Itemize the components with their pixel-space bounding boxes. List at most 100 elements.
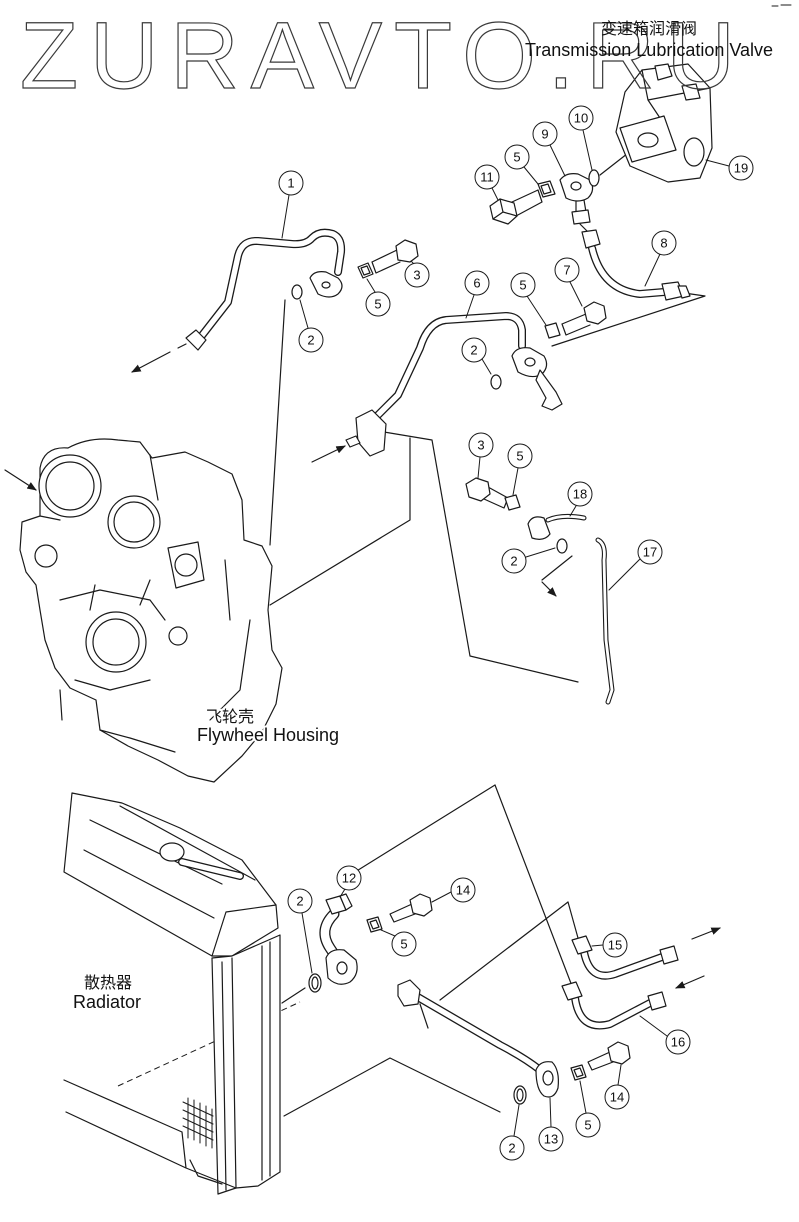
tube-13 — [397, 979, 559, 1098]
valve-label-en: Transmission Lubrication Valve — [525, 40, 773, 60]
housing-label-en: Flywheel Housing — [197, 725, 339, 745]
callout-number: 15 — [608, 938, 622, 953]
bracket-18 — [527, 513, 587, 540]
housing-label-cn: 飞轮壳 — [206, 707, 254, 726]
callout-number: 3 — [477, 438, 484, 453]
callout-number: 17 — [643, 545, 657, 560]
washer-5 — [537, 180, 556, 198]
hose-15 — [571, 935, 679, 980]
callout-number: 14 — [456, 883, 470, 898]
hose-16 — [561, 981, 667, 1030]
flow-arrows — [4, 351, 721, 989]
callout-2: 2 — [501, 548, 527, 574]
bolt-14 — [587, 1041, 631, 1071]
callout-number: 5 — [519, 278, 526, 293]
callout-number: 8 — [660, 236, 667, 251]
washer-5 — [570, 1064, 587, 1081]
arrow-icon — [131, 351, 171, 373]
callout-9: 9 — [532, 121, 558, 147]
callout-6: 6 — [464, 270, 490, 296]
callout-2: 2 — [461, 337, 487, 363]
callout-7: 7 — [554, 257, 580, 283]
pipe-17 — [595, 537, 615, 705]
arrow-icon — [675, 975, 705, 989]
arrow-icon — [691, 927, 721, 940]
callout-number: 2 — [508, 1141, 515, 1156]
callout-5: 5 — [575, 1112, 601, 1138]
callout-number: 14 — [610, 1090, 624, 1105]
callout-1: 1 — [278, 170, 304, 196]
callout-14: 14 — [604, 1084, 630, 1110]
callout-number: 10 — [574, 111, 588, 126]
washer-10 — [588, 169, 600, 187]
callout-number: 2 — [307, 333, 314, 348]
washer-5 — [366, 916, 383, 933]
callout-number: 1 — [287, 176, 294, 191]
callout-5: 5 — [391, 931, 417, 957]
callout-5: 5 — [510, 272, 536, 298]
corner-mark — [771, 4, 792, 7]
callout-number: 6 — [473, 276, 480, 291]
bolt-7 — [561, 301, 607, 336]
callout-number: 5 — [374, 297, 381, 312]
callout-2: 2 — [287, 888, 313, 914]
callout-2: 2 — [499, 1135, 525, 1161]
callout-number: 5 — [400, 937, 407, 952]
callout-12: 12 — [336, 865, 362, 891]
callout-13: 13 — [538, 1126, 564, 1152]
tube-6 — [345, 312, 563, 457]
bolt-3 — [371, 239, 419, 274]
radiator — [63, 792, 281, 1195]
callout-3: 3 — [404, 262, 430, 288]
callout-5: 5 — [507, 443, 533, 469]
callout-2: 2 — [298, 327, 324, 353]
tube-8 — [581, 229, 691, 301]
arrow-icon — [541, 581, 557, 597]
arrow-icon — [4, 469, 37, 491]
callout-5: 5 — [365, 291, 391, 317]
radiator-label-en: Radiator — [73, 992, 141, 1012]
routing-lines — [117, 149, 706, 1117]
callout-number: 19 — [734, 161, 748, 176]
callout-number: 2 — [296, 894, 303, 909]
tube-1 — [177, 228, 346, 351]
bolt-11 — [489, 189, 543, 225]
callout-19: 19 — [728, 155, 754, 181]
callout-3: 3 — [468, 432, 494, 458]
radiator-label-cn: 散热器 — [84, 973, 132, 992]
callout-number: 5 — [584, 1118, 591, 1133]
hose-12 — [319, 893, 358, 985]
callouts: 1 2 3 5 6 5 7 8 2 9 10 5 11 19 3 5 18 2 … — [278, 105, 754, 1161]
callout-17: 17 — [637, 539, 663, 565]
arrow-icon — [311, 445, 346, 463]
callout-leaders — [281, 129, 730, 1137]
callout-number: 11 — [480, 170, 494, 185]
o-ring — [556, 538, 568, 554]
callout-number: 12 — [342, 871, 356, 886]
callout-number: 3 — [413, 268, 420, 283]
callout-14: 14 — [450, 877, 476, 903]
washer-5 — [357, 262, 374, 279]
washer-5 — [504, 494, 521, 511]
callout-number: 5 — [516, 449, 523, 464]
bolt-14 — [389, 893, 433, 923]
o-ring — [291, 284, 303, 300]
callout-11: 11 — [474, 164, 500, 190]
washer-5 — [544, 322, 561, 339]
banjo-fitting-9 — [559, 173, 594, 233]
callout-number: 18 — [573, 487, 587, 502]
valve-label-cn: 变速箱润滑阀 — [601, 19, 697, 38]
callout-number: 13 — [544, 1132, 558, 1147]
o-ring — [308, 973, 322, 993]
o-ring — [490, 374, 502, 390]
callout-number: 5 — [513, 150, 520, 165]
callout-number: 16 — [671, 1035, 685, 1050]
callout-16: 16 — [665, 1029, 691, 1055]
o-ring — [513, 1085, 527, 1105]
bolt-3 — [465, 477, 509, 509]
callout-5: 5 — [504, 144, 530, 170]
lubrication-valve-19 — [615, 63, 713, 183]
callout-10: 10 — [568, 105, 594, 131]
callout-number: 9 — [541, 127, 548, 142]
